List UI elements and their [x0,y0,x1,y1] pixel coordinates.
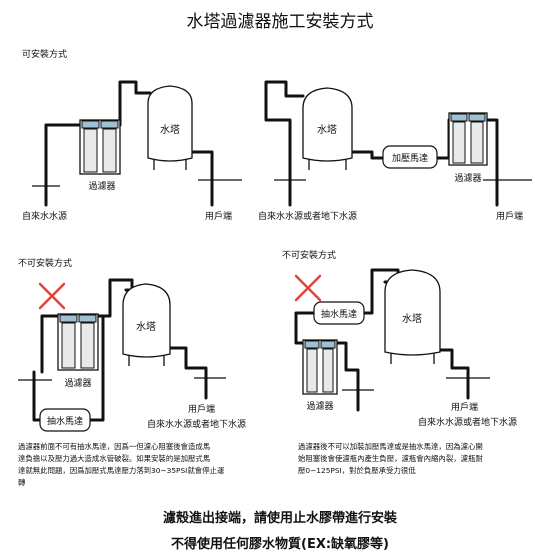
pipe [168,346,208,400]
pipe [438,348,470,400]
pipe [32,370,42,422]
pipe [88,314,105,422]
filter-cartridge [306,348,318,393]
filter-cartridge [102,128,117,173]
water-tank [384,269,441,356]
note-line: 達就無此問題，因爲加壓式馬達壓力落到30~35PSI就會停止運 [18,466,225,475]
filter-label: 過濾器 [306,400,333,412]
tank-label: 水塔 [317,123,337,136]
panel-allowed-booster: 水塔 加壓馬達 過濾器 自來水水源或者地下水源 用戶端 [258,80,532,222]
user-end-label: 用戶端 [496,210,523,222]
user-end-label: 用戶端 [188,403,215,415]
pipe [40,314,60,374]
pipe [190,150,214,207]
panel-allowed-direct: 可安裝方式 水塔 過濾器 自來水水源 用戶端 [22,48,242,222]
pipe [118,80,152,127]
user-end-label: 用戶端 [451,401,478,413]
pipe [264,80,305,207]
user-end-label: 用戶端 [205,210,232,222]
booster-pump [382,145,438,169]
water-tank [147,85,193,162]
note-line: 轉 [18,478,26,487]
panel-heading: 不可安裝方式 [18,257,72,269]
note-line: 始阻塞後會使濾瓶內產生負壓，濾瓶會內縮內裂，濾瓶耐 [298,454,483,463]
panel-not-allowed-pump-before: 不可安裝方式 水塔 過濾器 抽水馬達 自來水水源或者地下水源 用戶端 [18,257,246,432]
warning-note-left: 過濾器前面不可有抽水馬達，因爲一但濾心阻塞後會造成馬 達負擔以及壓力過大造成水管… [18,441,258,489]
footer-instruction: 濾殼進出接端，請使用止水膠帶進行安裝 [162,511,397,526]
filter-cap [100,120,119,129]
pump-label: 抽水馬達 [47,415,83,427]
source-label: 自來水水源 [22,210,67,222]
cross-mark-icon [38,282,66,310]
note-line: 過濾器後不可以加裝加壓馬達或是抽水馬達，因為濾心開 [298,442,483,451]
source-label: 自來水水源或者地下水源 [258,210,357,222]
filter-label: 過濾器 [64,377,91,389]
tank-label: 水塔 [136,320,156,333]
note-line: 壓0~125PSI，對於負壓承受力很低 [298,466,416,475]
pipe [294,311,316,345]
pipe [44,123,82,207]
suction-pump [39,408,91,432]
tank-label: 水塔 [402,312,422,325]
panel-heading: 可安裝方式 [22,48,67,60]
filter-cap [450,113,468,122]
filter-cap [304,340,320,349]
page-title: 水塔過濾器施工安裝方式 [187,12,374,32]
filter-cap [320,340,336,349]
warning-note-right: 過濾器後不可以加裝加壓馬達或是抽水馬達，因為濾心開 始阻塞後會使濾瓶內產生負壓，… [298,441,548,477]
pipe [485,118,499,207]
note-line: 達負擔以及壓力過大造成水管破裂。如果安裝的是加壓式馬 [18,454,211,463]
filter-cartridge [61,322,76,369]
water-tank [122,283,171,358]
pump-label: 抽水馬達 [321,308,357,320]
footer-warning: 不得使用任何膠水物質(EX:缺氧膠等) [171,537,389,552]
filter-cap [59,314,78,323]
filter-cartridge [322,348,334,393]
source-label: 自來水水源或者地下水源 [147,418,246,430]
filter-cartridge [80,322,95,369]
tank-label: 水塔 [160,123,180,136]
filter-cap [81,120,100,129]
panel-not-allowed-pump-after: 不可安裝方式 水塔 抽水馬達 過濾器 用戶端 自來水水源或者地下水源 [282,249,517,428]
pipe [335,341,360,412]
filter-label: 過濾器 [454,172,481,184]
filter-cartridge [470,121,484,164]
filter-cap [468,113,486,122]
pipe [350,150,385,160]
filter-label: 過濾器 [88,180,115,192]
filter-cartridge [83,128,98,173]
pipe [435,118,451,160]
water-tank [302,87,353,162]
pump-label: 加壓馬達 [392,152,428,164]
note-line: 過濾器前面不可有抽水馬達，因爲一但濾心阻塞後會造成馬 [18,442,211,451]
filter-cap [78,314,97,323]
source-label: 自來水水源或者地下水源 [418,416,517,428]
panel-heading: 不可安裝方式 [282,249,336,261]
cross-mark-icon [294,274,322,302]
suction-pump [313,301,365,325]
filter-cartridge [452,121,466,164]
